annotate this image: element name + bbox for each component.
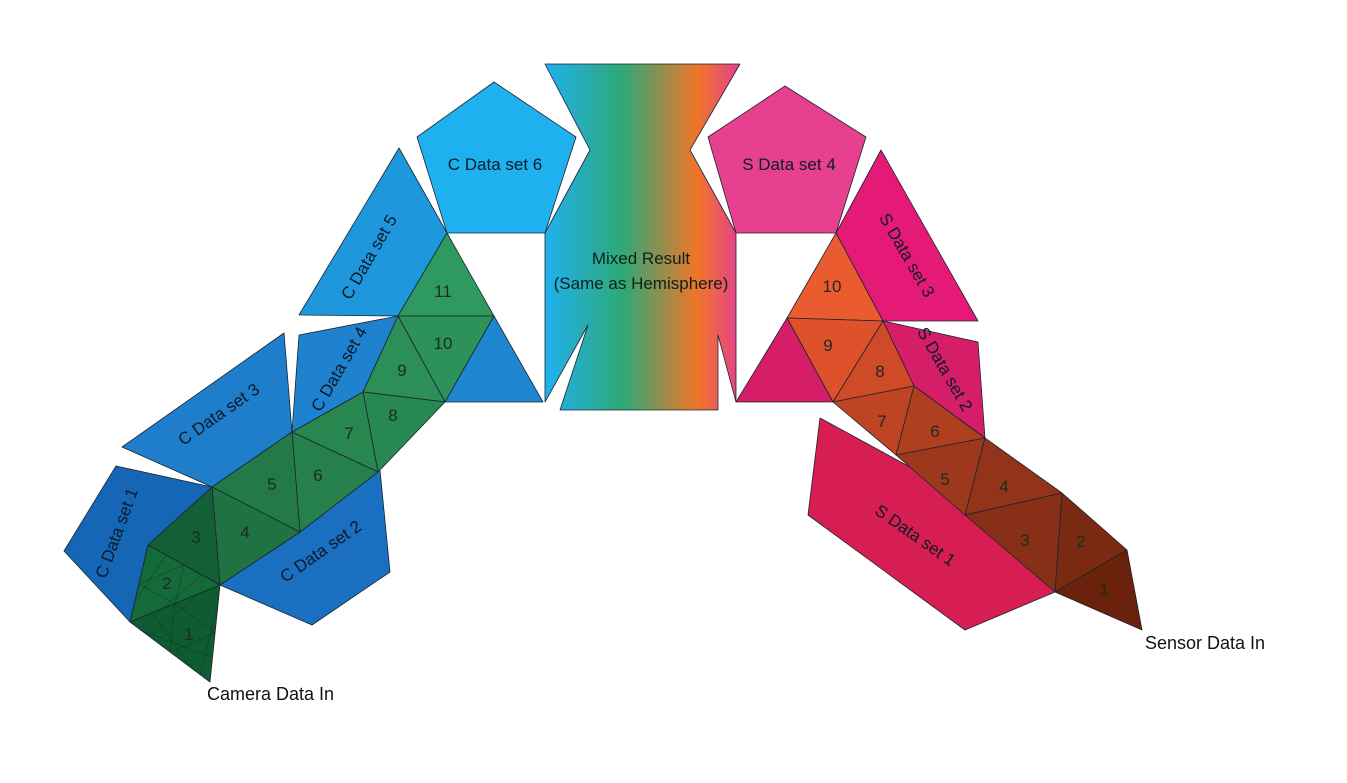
s-tri-1 [1054,549,1143,631]
s-num-6: 6 [930,422,939,441]
s-num-9: 9 [823,336,832,355]
s-num-7: 7 [877,412,886,431]
camera-side [63,81,577,683]
c-num-8: 8 [388,406,397,425]
s-num-10: 10 [823,277,842,296]
mixed-result-panel [544,63,741,411]
s-num-1: 1 [1099,580,1108,599]
sensor-side [707,85,1143,631]
camera-input-label: Camera Data In [207,684,334,704]
mixed-result-subtitle: (Same as Hemisphere) [554,274,729,293]
c-set-6-panel [416,81,577,234]
c-num-3: 3 [191,528,200,547]
c-subdivision-lines [133,554,218,676]
c-num-7: 7 [344,424,353,443]
c-num-10: 10 [434,334,453,353]
c-num-11: 11 [434,282,452,301]
s-num-4: 4 [999,477,1008,496]
c-num-5: 5 [267,475,276,494]
s-num-8: 8 [875,362,884,381]
c-num-2: 2 [162,574,171,593]
mixed-result-title: Mixed Result [592,249,691,268]
s-set-4-label: S Data set 4 [742,155,836,174]
input-captions: Camera Data In Sensor Data In [207,633,1265,704]
s-num-2: 2 [1076,532,1085,551]
sensor-input-label: Sensor Data In [1145,633,1265,653]
s-num-3: 3 [1020,531,1029,550]
c-tri-side [444,315,544,403]
camera-triangle-numbers: 1 2 3 4 5 6 7 8 9 10 11 [162,282,452,644]
s-tri-side [735,317,834,403]
camera-triangle-strip [129,232,544,683]
c-num-1: 1 [184,625,193,644]
c-num-6: 6 [313,466,322,485]
c-set-6-label: C Data set 6 [448,155,543,174]
s-num-5: 5 [940,470,949,489]
sensor-triangle-strip [735,232,1143,631]
c-num-9: 9 [397,361,406,380]
c-num-4: 4 [240,523,249,542]
s-set-4-panel [707,85,867,234]
sensor-triangle-numbers: 1 2 3 4 5 6 7 8 9 10 [823,277,1109,599]
